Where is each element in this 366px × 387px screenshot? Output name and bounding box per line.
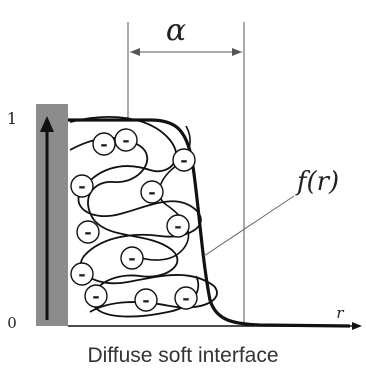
- svg-text:-: -: [122, 130, 129, 151]
- polymer-chain-1: [69, 116, 218, 313]
- svg-text:-: -: [100, 134, 107, 155]
- svg-text:-: -: [182, 288, 189, 309]
- f-r-label: f(r): [295, 167, 339, 197]
- f-r-leader-line: [203, 195, 295, 257]
- r-axis-arrowhead: [352, 322, 362, 330]
- core-wall: [36, 104, 68, 326]
- charge-7: -: [166, 214, 190, 238]
- charge-9: -: [70, 262, 94, 286]
- charge-8: -: [120, 246, 144, 270]
- charge-5: -: [140, 180, 164, 204]
- svg-text:-: -: [142, 290, 149, 311]
- charge-12: -: [174, 286, 198, 310]
- charge-6: -: [76, 220, 100, 244]
- charge-2: -: [114, 128, 138, 152]
- alpha-label: α: [166, 13, 186, 48]
- charge-1: -: [92, 132, 116, 156]
- profile-curve-f-r: [68, 118, 351, 328]
- alpha-arrowhead-left: [130, 48, 140, 56]
- svg-text:-: -: [180, 150, 187, 171]
- svg-text:-: -: [148, 182, 155, 203]
- svg-text:-: -: [84, 222, 91, 243]
- svg-text:-: -: [78, 176, 85, 197]
- charge-10: -: [84, 284, 108, 308]
- svg-text:-: -: [174, 216, 181, 237]
- tick-label-zero: 0: [7, 314, 17, 332]
- svg-text:-: -: [128, 248, 135, 269]
- r-axis-label: r: [336, 304, 344, 322]
- charge-4: -: [70, 174, 94, 198]
- charge-3: -: [172, 148, 196, 172]
- charge-11: -: [134, 288, 158, 312]
- svg-text:-: -: [78, 264, 85, 285]
- alpha-arrowhead-right: [232, 48, 242, 56]
- vertical-axis-arrowhead: [40, 116, 54, 132]
- svg-text:-: -: [92, 286, 99, 307]
- tick-label-one: 1: [7, 109, 17, 128]
- figure-caption: Diffuse soft interface: [87, 344, 279, 367]
- polymer-chain-2: [69, 137, 199, 318]
